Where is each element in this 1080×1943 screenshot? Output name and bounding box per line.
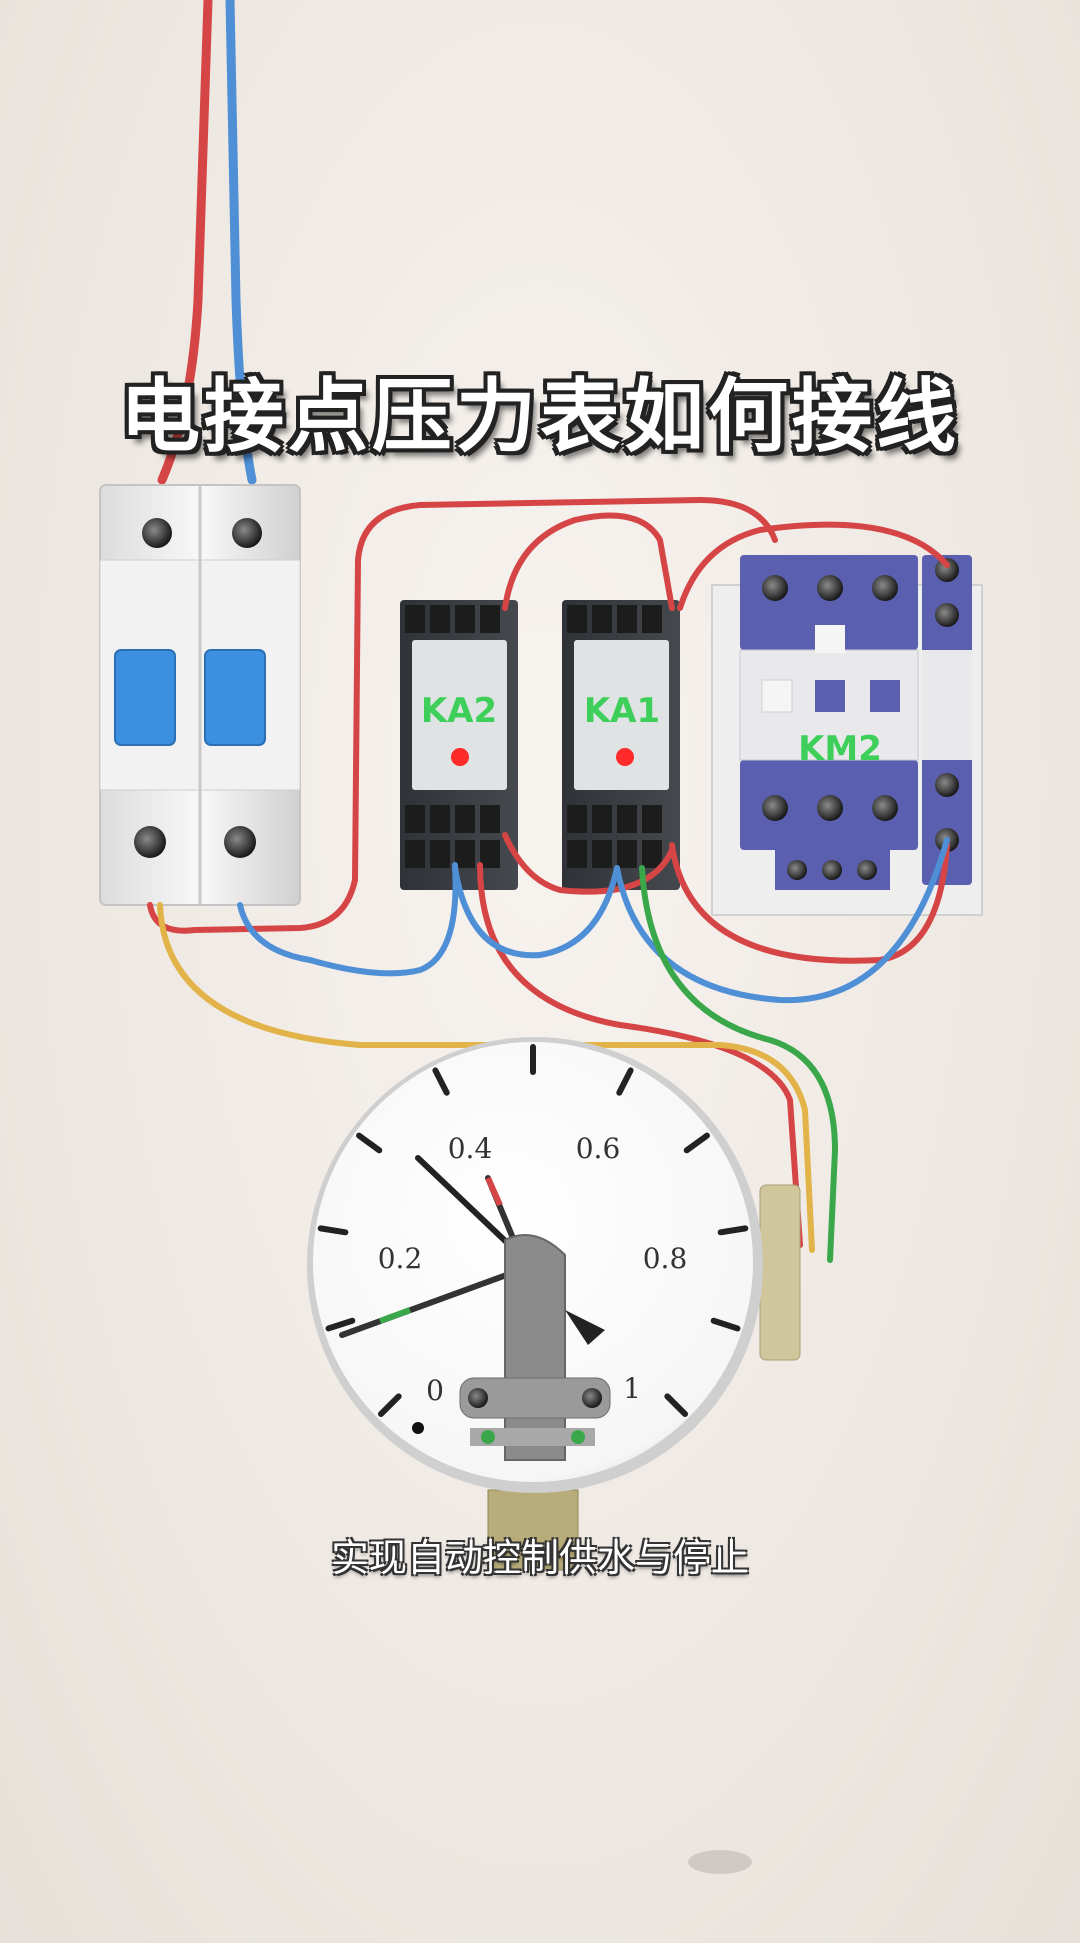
gauge-tick-mark: [616, 1067, 634, 1096]
circuit-breaker: [99, 484, 301, 906]
breaker-screw-icon: [224, 826, 256, 858]
gauge-needle-high: [415, 1155, 523, 1258]
page-title: 电接点压力表如何接线: [120, 370, 960, 463]
relay-ka1: [562, 600, 680, 890]
contactor-screw-icon: [935, 773, 959, 797]
gauge-tick-mark: [356, 1132, 383, 1154]
breaker-handle-right[interactable]: [204, 649, 266, 746]
contactor-screw-icon: [935, 603, 959, 627]
supply-wires: [157, 0, 257, 485]
gauge-screw-icon: [468, 1388, 488, 1408]
gauge-tick-mark: [432, 1067, 450, 1096]
contactor-screw-icon: [817, 575, 843, 601]
contactor-screw-icon: [762, 795, 788, 821]
gauge-needle-red-tip: [485, 1176, 503, 1207]
relay-ka1-indicator-icon: [616, 748, 634, 766]
breaker-handle-left[interactable]: [114, 649, 176, 746]
contactor-km2-label: KM2: [798, 729, 882, 769]
gauge-screw-icon: [582, 1388, 602, 1408]
gauge-scale-label: 0: [426, 1374, 444, 1407]
breaker-screw-icon: [134, 826, 166, 858]
gauge-needle-green-tip: [378, 1307, 412, 1324]
contactor-screw-icon: [857, 860, 877, 880]
watermark-smudge: [688, 1850, 752, 1874]
contactor-screw-icon: [822, 860, 842, 880]
gauge-tick-mark: [710, 1317, 741, 1332]
gauge-scale-label: 0.4: [448, 1132, 493, 1165]
contactor-screw-icon: [872, 575, 898, 601]
contactor-screw-icon: [762, 575, 788, 601]
gauge-tick-mark: [317, 1225, 349, 1236]
breaker-screw-icon: [232, 518, 262, 548]
gauge-scale-label: 0.8: [643, 1242, 688, 1275]
gauge-tick-mark: [664, 1393, 689, 1418]
gauge-tick-mark: [325, 1317, 356, 1332]
gauge-tick-mark: [377, 1393, 402, 1418]
contactor-screw-icon: [935, 558, 959, 582]
gauge-scale-label: 0.6: [576, 1132, 621, 1165]
gauge-tick-mark: [683, 1132, 710, 1154]
pressure-gauge: 0 0.2 0.4 0.6 0.8 1: [307, 1037, 801, 1571]
relay-ka2-indicator-icon: [451, 748, 469, 766]
relay-ka2: [400, 600, 518, 890]
breaker-screw-icon: [142, 518, 172, 548]
contactor-screw-icon: [817, 795, 843, 821]
gauge-pointer-icon: [565, 1310, 605, 1345]
gauge-scale-label: 0.2: [378, 1242, 423, 1275]
gauge-tick-mark: [717, 1225, 749, 1236]
relay-ka2-label: KA2: [421, 691, 497, 731]
contactor-km2: [711, 555, 983, 916]
relay-ka1-label: KA1: [584, 691, 660, 731]
control-wires: [147, 496, 950, 1263]
caption-subtitle: 实现自动控制供水与停止: [330, 1536, 749, 1580]
contactor-screw-icon: [787, 860, 807, 880]
contactor-screw-icon: [872, 795, 898, 821]
gauge-needle-low: [339, 1267, 523, 1338]
gauge-scale-label: 1: [623, 1372, 641, 1405]
